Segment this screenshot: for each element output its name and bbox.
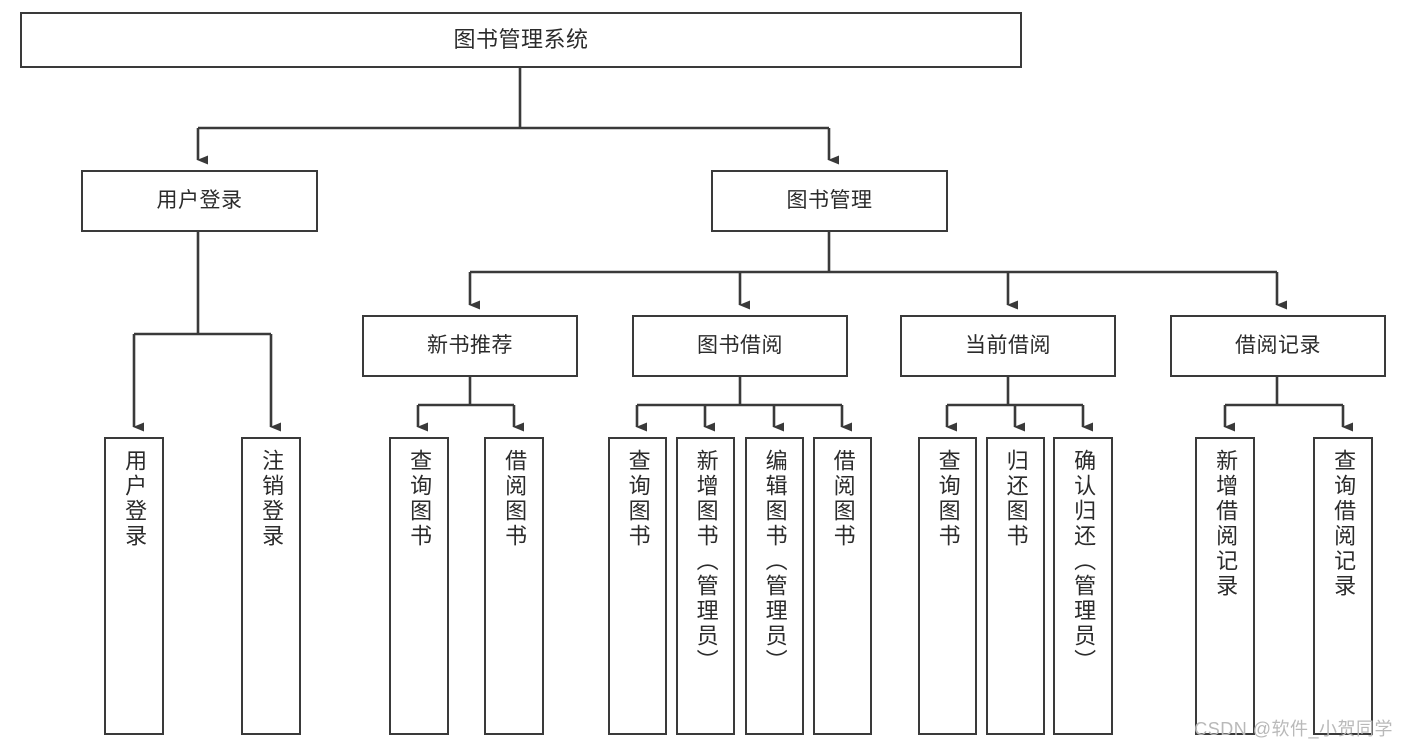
node-label: 编辑图书（管理员） bbox=[762, 449, 788, 674]
node-leaf-edit-book-admin[interactable]: 编辑图书（管理员） bbox=[745, 437, 804, 735]
node-new-book-recommend[interactable]: 新书推荐 bbox=[362, 315, 578, 377]
node-leaf-confirm-return-admin[interactable]: 确认归还（管理员） bbox=[1053, 437, 1113, 735]
node-label: 查询图书 bbox=[625, 449, 651, 549]
node-label: 用户登录 bbox=[156, 188, 243, 212]
node-label: 归还图书 bbox=[1003, 449, 1029, 549]
node-leaf-query-book-borrow[interactable]: 查询图书 bbox=[608, 437, 667, 735]
node-borrow-record[interactable]: 借阅记录 bbox=[1170, 315, 1386, 377]
node-label: 当前借阅 bbox=[965, 333, 1051, 357]
node-label: 图书管理系统 bbox=[453, 27, 589, 53]
node-label: 新增借阅记录 bbox=[1213, 449, 1239, 599]
node-label: 借阅记录 bbox=[1235, 333, 1321, 357]
node-leaf-add-borrow-record[interactable]: 新增借阅记录 bbox=[1195, 437, 1255, 735]
node-leaf-logout[interactable]: 注销登录 bbox=[241, 437, 301, 735]
node-label: 用户登录 bbox=[122, 449, 148, 549]
node-leaf-add-book-admin[interactable]: 新增图书（管理员） bbox=[676, 437, 735, 735]
node-label: 图书借阅 bbox=[697, 333, 783, 357]
node-label: 借阅图书 bbox=[830, 449, 856, 549]
node-label: 确认归还（管理员） bbox=[1071, 449, 1097, 674]
node-current-borrow[interactable]: 当前借阅 bbox=[900, 315, 1116, 377]
node-leaf-query-borrow-record[interactable]: 查询借阅记录 bbox=[1313, 437, 1373, 735]
node-label: 新书推荐 bbox=[427, 333, 513, 357]
node-leaf-query-book-current[interactable]: 查询图书 bbox=[918, 437, 977, 735]
node-root-book-management-system[interactable]: 图书管理系统 bbox=[20, 12, 1022, 68]
node-label: 新增图书（管理员） bbox=[693, 449, 719, 674]
node-label: 查询借阅记录 bbox=[1331, 449, 1357, 599]
node-leaf-borrow-book-recommend[interactable]: 借阅图书 bbox=[484, 437, 544, 735]
node-label: 查询图书 bbox=[935, 449, 961, 549]
node-label: 注销登录 bbox=[259, 449, 285, 549]
node-book-management[interactable]: 图书管理 bbox=[711, 170, 948, 232]
node-label: 借阅图书 bbox=[502, 449, 528, 549]
node-label: 图书管理 bbox=[786, 188, 873, 212]
node-leaf-borrow-book[interactable]: 借阅图书 bbox=[813, 437, 872, 735]
node-book-borrow[interactable]: 图书借阅 bbox=[632, 315, 848, 377]
node-label: 查询图书 bbox=[407, 449, 433, 549]
node-leaf-query-book-recommend[interactable]: 查询图书 bbox=[389, 437, 449, 735]
node-user-login[interactable]: 用户登录 bbox=[81, 170, 318, 232]
csdn-watermark: CSDN @软件_小贺同学 bbox=[1194, 719, 1393, 739]
node-leaf-user-login[interactable]: 用户登录 bbox=[104, 437, 164, 735]
node-leaf-return-book[interactable]: 归还图书 bbox=[986, 437, 1045, 735]
